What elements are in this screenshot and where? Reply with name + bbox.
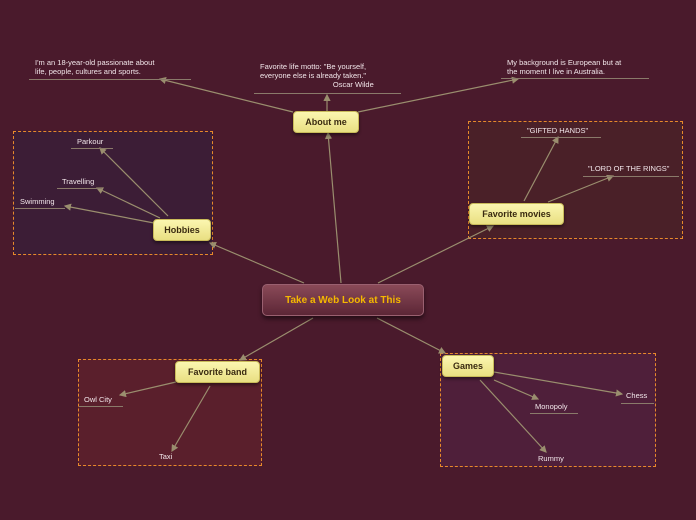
underline-swimming	[15, 208, 65, 209]
connector-hobbies-parkour	[99, 147, 169, 217]
branch-games[interactable]: Games	[442, 355, 494, 377]
connector-central-about	[324, 131, 342, 284]
branch-favorite-movies[interactable]: Favorite movies	[469, 203, 564, 225]
leaf-swimming[interactable]: Swimming	[20, 197, 55, 206]
branch-favorite-band[interactable]: Favorite band	[175, 361, 260, 383]
connector-band-owlcity	[118, 381, 177, 398]
leaf-owl-city[interactable]: Owl City	[84, 395, 112, 404]
connector-movies-lord	[547, 174, 615, 203]
connector-central-hobbies	[208, 242, 305, 284]
leaf-taxi[interactable]: Taxi	[159, 452, 173, 461]
underline-about-background	[501, 78, 649, 79]
branch-about-me[interactable]: About me	[293, 111, 359, 133]
underline-owlcity	[79, 406, 123, 407]
branch-hobbies[interactable]: Hobbies	[153, 219, 211, 241]
leaf-lord-rings[interactable]: "LORD OF THE RINGS"	[588, 164, 670, 173]
connector-central-movies	[377, 225, 495, 284]
underline-travelling	[57, 188, 102, 189]
underline-about-motto	[254, 93, 401, 94]
connector-movies-gifted	[523, 135, 559, 202]
connector-about-intro	[158, 76, 294, 113]
underline-parkour	[71, 148, 113, 149]
leaf-rummy[interactable]: Rummy	[538, 454, 564, 463]
leaf-about-intro[interactable]: I'm an 18-year-old passionate about life…	[35, 58, 155, 76]
connector-central-games	[376, 317, 447, 354]
underline-about-intro	[29, 79, 191, 80]
underline-lord	[583, 176, 679, 177]
connector-games-chess	[493, 371, 624, 397]
underline-monopoly	[530, 413, 578, 414]
underline-chess	[621, 403, 654, 404]
connector-games-rummy	[479, 379, 547, 453]
leaf-gifted-hands[interactable]: "GIFTED HANDS"	[527, 126, 589, 135]
connector-games-monopoly	[493, 379, 540, 400]
leaf-parkour[interactable]: Parkour	[77, 137, 104, 146]
leaf-travelling[interactable]: Travelling	[62, 177, 95, 186]
leaf-monopoly[interactable]: Monopoly	[535, 402, 568, 411]
leaf-about-background[interactable]: My background is European but at the mom…	[507, 58, 622, 76]
connector-band-taxi	[171, 385, 211, 453]
connector-hobbies-travelling	[95, 187, 161, 219]
underline-gifted	[521, 137, 601, 138]
connector-about-background	[357, 76, 520, 113]
leaf-chess[interactable]: Chess	[626, 391, 648, 400]
connector-hobbies-swimming	[63, 203, 155, 224]
central-topic[interactable]: Take a Web Look at This	[262, 284, 424, 316]
connector-central-band	[238, 317, 314, 361]
leaf-about-motto[interactable]: Favorite life motto: "Be yourself, every…	[260, 62, 374, 89]
